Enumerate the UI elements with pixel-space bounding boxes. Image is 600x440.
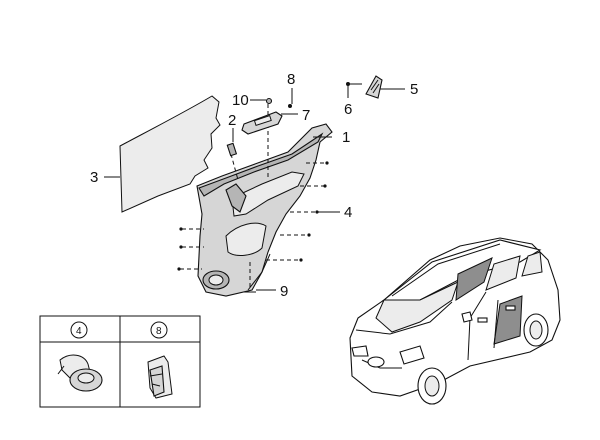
part-7-switch-bezel: [241, 111, 283, 135]
callout-9: 9: [280, 283, 288, 300]
vapor-barrier-sheet-icon: [119, 95, 221, 213]
vehicle-outline-icon: [349, 237, 561, 405]
door-trim-panel-icon: [196, 123, 333, 297]
spring-clip-icon: [147, 355, 173, 399]
part-10-screw: [265, 97, 273, 105]
callout-10: 10: [232, 92, 249, 109]
callout-3: 3: [90, 169, 98, 186]
fastener-table: 4 8: [39, 315, 201, 408]
clip-position-markers: [177, 104, 329, 290]
callout-6: 6: [344, 101, 352, 118]
fastener-table-label-right: 8: [156, 326, 162, 337]
callout-7: 7: [302, 107, 310, 124]
callout-4: 4: [344, 204, 352, 221]
callout-8: 8: [287, 71, 295, 88]
part-2-clip: [226, 142, 238, 157]
part-5-corner-trim: [365, 75, 383, 99]
push-clip-icon: [57, 354, 103, 392]
callout-2: 2: [228, 112, 236, 129]
fastener-table-label-left: 4: [76, 326, 82, 337]
callout-5: 5: [410, 81, 418, 98]
callout-1: 1: [342, 129, 350, 146]
